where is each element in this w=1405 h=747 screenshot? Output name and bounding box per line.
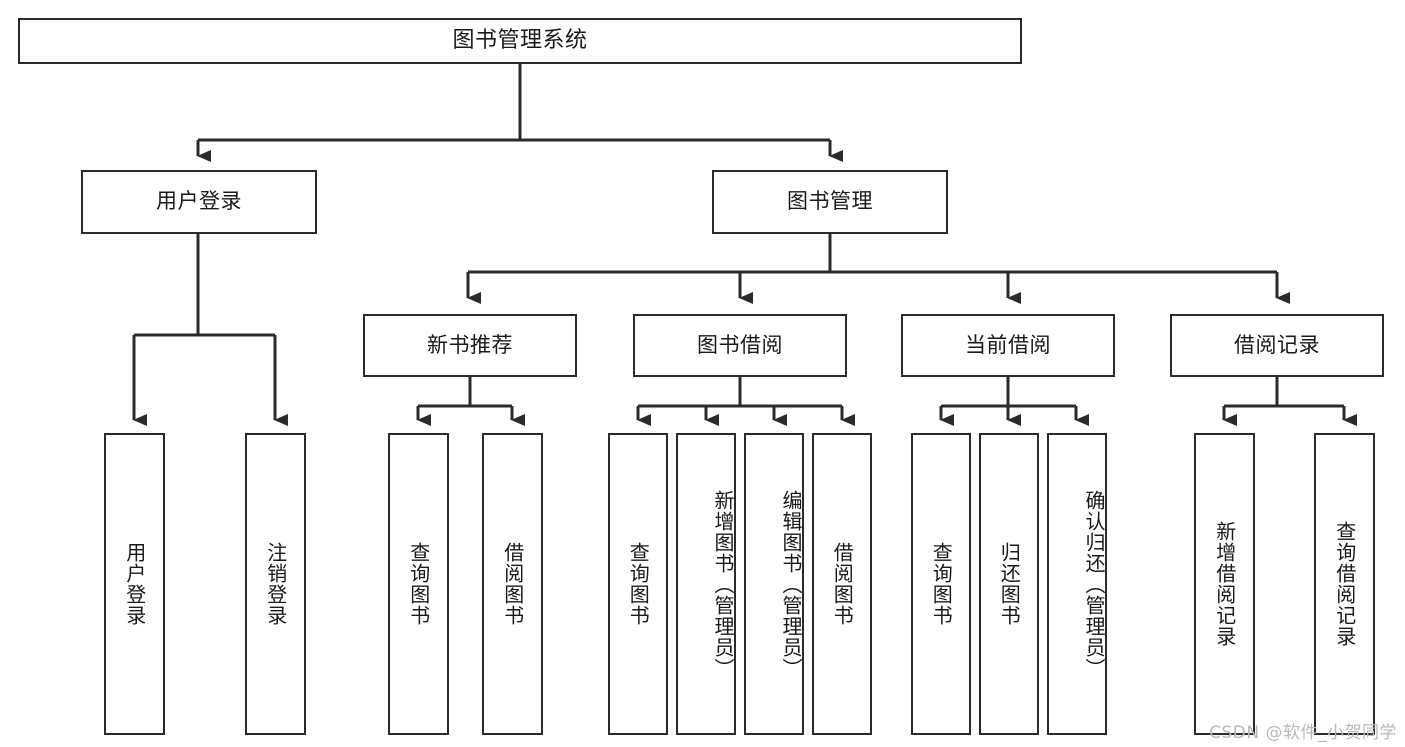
leaf-current-return-book[interactable]: 归还图书 bbox=[979, 433, 1039, 735]
node-label: 借阅图书 bbox=[830, 542, 855, 626]
node-label: 新增借阅记录 bbox=[1212, 521, 1237, 647]
node-label: 用户登录 bbox=[156, 189, 242, 214]
leaf-borrow-edit-book-admin[interactable]: 编辑图书（管理员） bbox=[744, 433, 804, 735]
leaf-user-login[interactable]: 用户登录 bbox=[104, 433, 165, 735]
node-label: 用户登录 bbox=[122, 542, 147, 626]
leaf-user-logout[interactable]: 注销登录 bbox=[245, 433, 306, 735]
leaf-record-add-borrow-record[interactable]: 新增借阅记录 bbox=[1194, 433, 1255, 735]
leaf-recommend-borrow-book[interactable]: 借阅图书 bbox=[482, 433, 543, 735]
node-label: 编辑图书（管理员） bbox=[779, 489, 803, 679]
node-borrow-record[interactable]: 借阅记录 bbox=[1170, 314, 1384, 377]
leaf-current-confirm-return-admin[interactable]: 确认归还（管理员） bbox=[1047, 433, 1107, 735]
node-label: 图书借阅 bbox=[697, 332, 783, 357]
node-label: 当前借阅 bbox=[965, 332, 1051, 357]
node-book-management[interactable]: 图书管理 bbox=[712, 170, 948, 234]
node-label: 图书管理系统 bbox=[452, 27, 588, 53]
node-label: 注销登录 bbox=[263, 542, 288, 626]
node-label: 查询借阅记录 bbox=[1332, 521, 1357, 647]
leaf-recommend-query-book[interactable]: 查询图书 bbox=[388, 433, 449, 735]
node-label: 查询图书 bbox=[406, 542, 431, 626]
node-label: 查询图书 bbox=[626, 542, 651, 626]
node-label: 查询图书 bbox=[929, 542, 954, 626]
node-label: 借阅图书 bbox=[500, 542, 525, 626]
node-label: 新书推荐 bbox=[427, 332, 513, 357]
node-label: 归还图书 bbox=[997, 542, 1022, 626]
leaf-record-query-borrow-record[interactable]: 查询借阅记录 bbox=[1314, 433, 1375, 735]
csdn-watermark: CSDN @软件_小贺同学 bbox=[1209, 723, 1397, 743]
leaf-borrow-query-book[interactable]: 查询图书 bbox=[608, 433, 668, 735]
node-user-login[interactable]: 用户登录 bbox=[81, 170, 317, 234]
node-root-system[interactable]: 图书管理系统 bbox=[18, 18, 1022, 64]
node-new-book-recommend[interactable]: 新书推荐 bbox=[363, 314, 577, 377]
node-label: 借阅记录 bbox=[1234, 332, 1320, 357]
leaf-borrow-add-book-admin[interactable]: 新增图书（管理员） bbox=[676, 433, 736, 735]
node-label: 确认归还（管理员） bbox=[1082, 489, 1106, 679]
node-label: 图书管理 bbox=[787, 189, 873, 214]
leaf-borrow-borrow-book[interactable]: 借阅图书 bbox=[812, 433, 872, 735]
node-label: 新增图书（管理员） bbox=[711, 489, 735, 679]
leaf-current-query-book[interactable]: 查询图书 bbox=[911, 433, 971, 735]
node-current-borrow[interactable]: 当前借阅 bbox=[901, 314, 1115, 377]
node-book-borrow[interactable]: 图书借阅 bbox=[633, 314, 847, 377]
